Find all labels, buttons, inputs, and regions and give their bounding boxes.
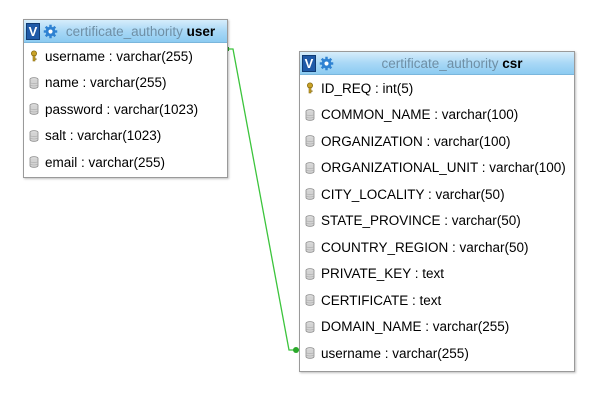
column-label: COMMON_NAME : varchar(100) [321, 107, 519, 123]
column-label: ID_REQ : int(5) [321, 80, 414, 96]
table-user-header[interactable]: V certificate_authority user [24, 20, 227, 43]
column-row[interactable]: CERTIFICATE : text [300, 287, 574, 314]
table-csr-toggle-button[interactable]: V [302, 54, 316, 72]
column-icon [305, 321, 315, 333]
column-row[interactable]: ORGANIZATIONAL_UNIT : varchar(100) [300, 155, 574, 182]
column-icon [29, 77, 39, 89]
column-icon [29, 130, 39, 142]
column-icon [305, 135, 315, 147]
column-icon [305, 109, 315, 121]
column-icon [29, 103, 39, 115]
column-label: password : varchar(1023) [45, 101, 199, 117]
column-label: username : varchar(255) [45, 48, 193, 64]
column-label: salt : varchar(1023) [45, 128, 162, 144]
table-csr-header[interactable]: V certificate_authority csr [300, 52, 574, 75]
table-user-toggle-button[interactable]: V [26, 22, 40, 40]
column-label: email : varchar(255) [45, 154, 166, 170]
column-icon [305, 215, 315, 227]
table-user-columns: username : varchar(255) name : varchar(25… [24, 43, 227, 176]
column-label: CITY_LOCALITY : varchar(50) [321, 186, 505, 202]
column-row[interactable]: PRIVATE_KEY : text [300, 261, 574, 288]
column-icon [29, 156, 39, 168]
relation-line [226, 48, 299, 351]
column-row[interactable]: password : varchar(1023) [24, 96, 227, 123]
table-user-database-name: certificate_authority [65, 23, 183, 39]
column-row[interactable]: DOMAIN_NAME : varchar(255) [300, 314, 574, 341]
column-row[interactable]: email : varchar(255) [24, 149, 227, 176]
column-label: ORGANIZATIONAL_UNIT : varchar(100) [321, 160, 566, 176]
table-user[interactable]: V certificate_authority user username : … [23, 19, 228, 178]
column-icon [305, 268, 315, 280]
column-row[interactable]: ID_REQ : int(5) [300, 75, 574, 102]
table-user-name: user [186, 23, 216, 39]
table-csr-title: certificate_authority csr [334, 56, 574, 71]
column-row[interactable]: ORGANIZATION : varchar(100) [300, 128, 574, 155]
column-label: COUNTRY_REGION : varchar(50) [321, 239, 529, 255]
column-label: PRIVATE_KEY : text [321, 266, 445, 282]
column-label: username : varchar(255) [321, 345, 469, 361]
column-icon [305, 347, 315, 359]
column-icon [305, 241, 315, 253]
column-row[interactable]: name : varchar(255) [24, 70, 227, 97]
column-icon [305, 188, 315, 200]
column-label: CERTIFICATE : text [321, 292, 442, 308]
column-label: ORGANIZATION : varchar(100) [321, 133, 511, 149]
key-icon [31, 50, 37, 62]
column-icon [305, 294, 315, 306]
column-label: STATE_PROVINCE : varchar(50) [321, 213, 521, 229]
column-row[interactable]: salt : varchar(1023) [24, 123, 227, 150]
table-csr-name: csr [502, 55, 523, 71]
column-row[interactable]: username : varchar(255) [300, 340, 574, 367]
table-user-title: certificate_authority user [58, 24, 227, 39]
column-row[interactable]: COUNTRY_REGION : varchar(50) [300, 234, 574, 261]
column-label: DOMAIN_NAME : varchar(255) [321, 319, 510, 335]
gear-icon[interactable] [43, 24, 58, 39]
gear-icon[interactable] [319, 56, 334, 71]
column-icon [305, 162, 315, 174]
key-icon [307, 82, 313, 94]
table-csr-columns: ID_REQ : int(5) COMMON_NAME : varchar(100… [300, 75, 574, 367]
column-label: name : varchar(255) [45, 75, 167, 91]
table-csr[interactable]: V certificate_authority csr ID_REQ : int… [299, 51, 575, 372]
column-row[interactable]: COMMON_NAME : varchar(100) [300, 102, 574, 129]
table-csr-database-name: certificate_authority [381, 55, 499, 71]
column-row[interactable]: STATE_PROVINCE : varchar(50) [300, 208, 574, 235]
column-row[interactable]: username : varchar(255) [24, 43, 227, 70]
column-row[interactable]: CITY_LOCALITY : varchar(50) [300, 181, 574, 208]
